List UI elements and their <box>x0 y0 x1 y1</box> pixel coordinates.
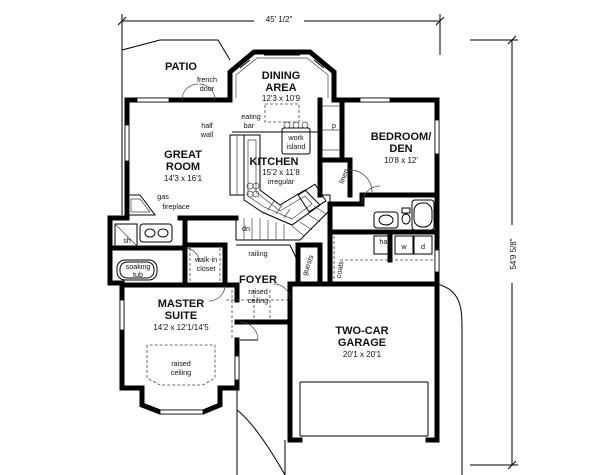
master-title-1: MASTER <box>158 298 205 310</box>
master-size: 14'2 x 12'1/14'5 <box>153 323 209 332</box>
laundry <box>333 235 435 280</box>
soaking-label: soaking <box>126 262 151 271</box>
master-ceiling-note-2: ceiling <box>171 368 191 377</box>
master-ceiling-note-1: raised <box>171 359 191 368</box>
walkin-label: walk-in <box>194 255 217 264</box>
fireplace-label: fireplace <box>162 202 189 211</box>
tub-label: tub <box>133 270 143 279</box>
island-label: island <box>287 142 306 151</box>
bedroom-title-1: BEDROOM/ <box>371 131 432 143</box>
french-label: french <box>197 75 217 84</box>
depth-label: 54'9 5/8" <box>509 238 518 269</box>
great-title-1: GREAT <box>164 149 202 161</box>
railing-label: railing <box>248 249 267 258</box>
width-dimension: 45' 1/2" <box>117 13 445 55</box>
master-raised-ceiling <box>146 344 216 386</box>
master-bath <box>114 223 221 283</box>
washer-label: w <box>400 242 407 251</box>
foyer-note-1: raised <box>248 287 268 296</box>
door-label: door <box>200 84 215 93</box>
dryer-label: d <box>421 242 425 251</box>
garage-size: 20'1 x 20'1 <box>343 350 382 359</box>
exterior-walls <box>107 97 440 443</box>
dining-bay-wall <box>227 49 337 103</box>
depth-dimension: 54'9 5/8" <box>470 35 519 470</box>
garage-title-2: GARAGE <box>338 337 386 349</box>
dining-size: 12'3 x 10'9 <box>262 94 301 103</box>
pantry-label: p <box>332 121 336 130</box>
eating-label: eating <box>241 112 261 121</box>
guests-label: guests <box>300 253 316 276</box>
great-size: 14'3 x 16'1 <box>164 174 203 183</box>
wall-label: wall <box>200 130 214 139</box>
work-label: work <box>287 133 304 142</box>
kitchen-title: KITCHEN <box>250 156 299 168</box>
bar-label: bar <box>244 121 255 130</box>
dining-title-2: AREA <box>265 82 296 94</box>
bedroom-size: 10'8 x 12' <box>384 156 418 165</box>
foyer-tile <box>226 290 288 338</box>
bedroom-title-2: DEN <box>389 143 412 155</box>
patio-outline <box>121 39 231 100</box>
master-title-2: SUITE <box>165 310 197 322</box>
interior-walls <box>107 97 440 325</box>
garage-door <box>299 381 429 437</box>
hall-bath <box>373 199 435 231</box>
hall-label: hall <box>379 237 391 246</box>
foyer-title: FOYER <box>239 274 277 286</box>
half-label: half <box>201 121 213 130</box>
shower-label: sh <box>123 236 131 245</box>
garage-title-1: TWO-CAR <box>335 325 388 337</box>
great-title-2: ROOM <box>166 161 200 173</box>
stairs <box>235 194 331 263</box>
width-label: 45' 1/2" <box>266 15 293 24</box>
patio-label: PATIO <box>165 61 197 73</box>
dining-title-1: DINING <box>262 70 301 82</box>
gas-label: gas <box>157 192 169 201</box>
coats-label: coats <box>334 260 346 279</box>
kitchen-size: 15'2 x 11'8 <box>262 168 300 177</box>
driveway-edge <box>436 283 463 475</box>
kitchen-note: irregular <box>268 177 295 186</box>
dn-label: dn <box>242 224 250 233</box>
closet-label: closet <box>197 264 216 273</box>
foyer-note-2: ceiling <box>248 296 268 305</box>
